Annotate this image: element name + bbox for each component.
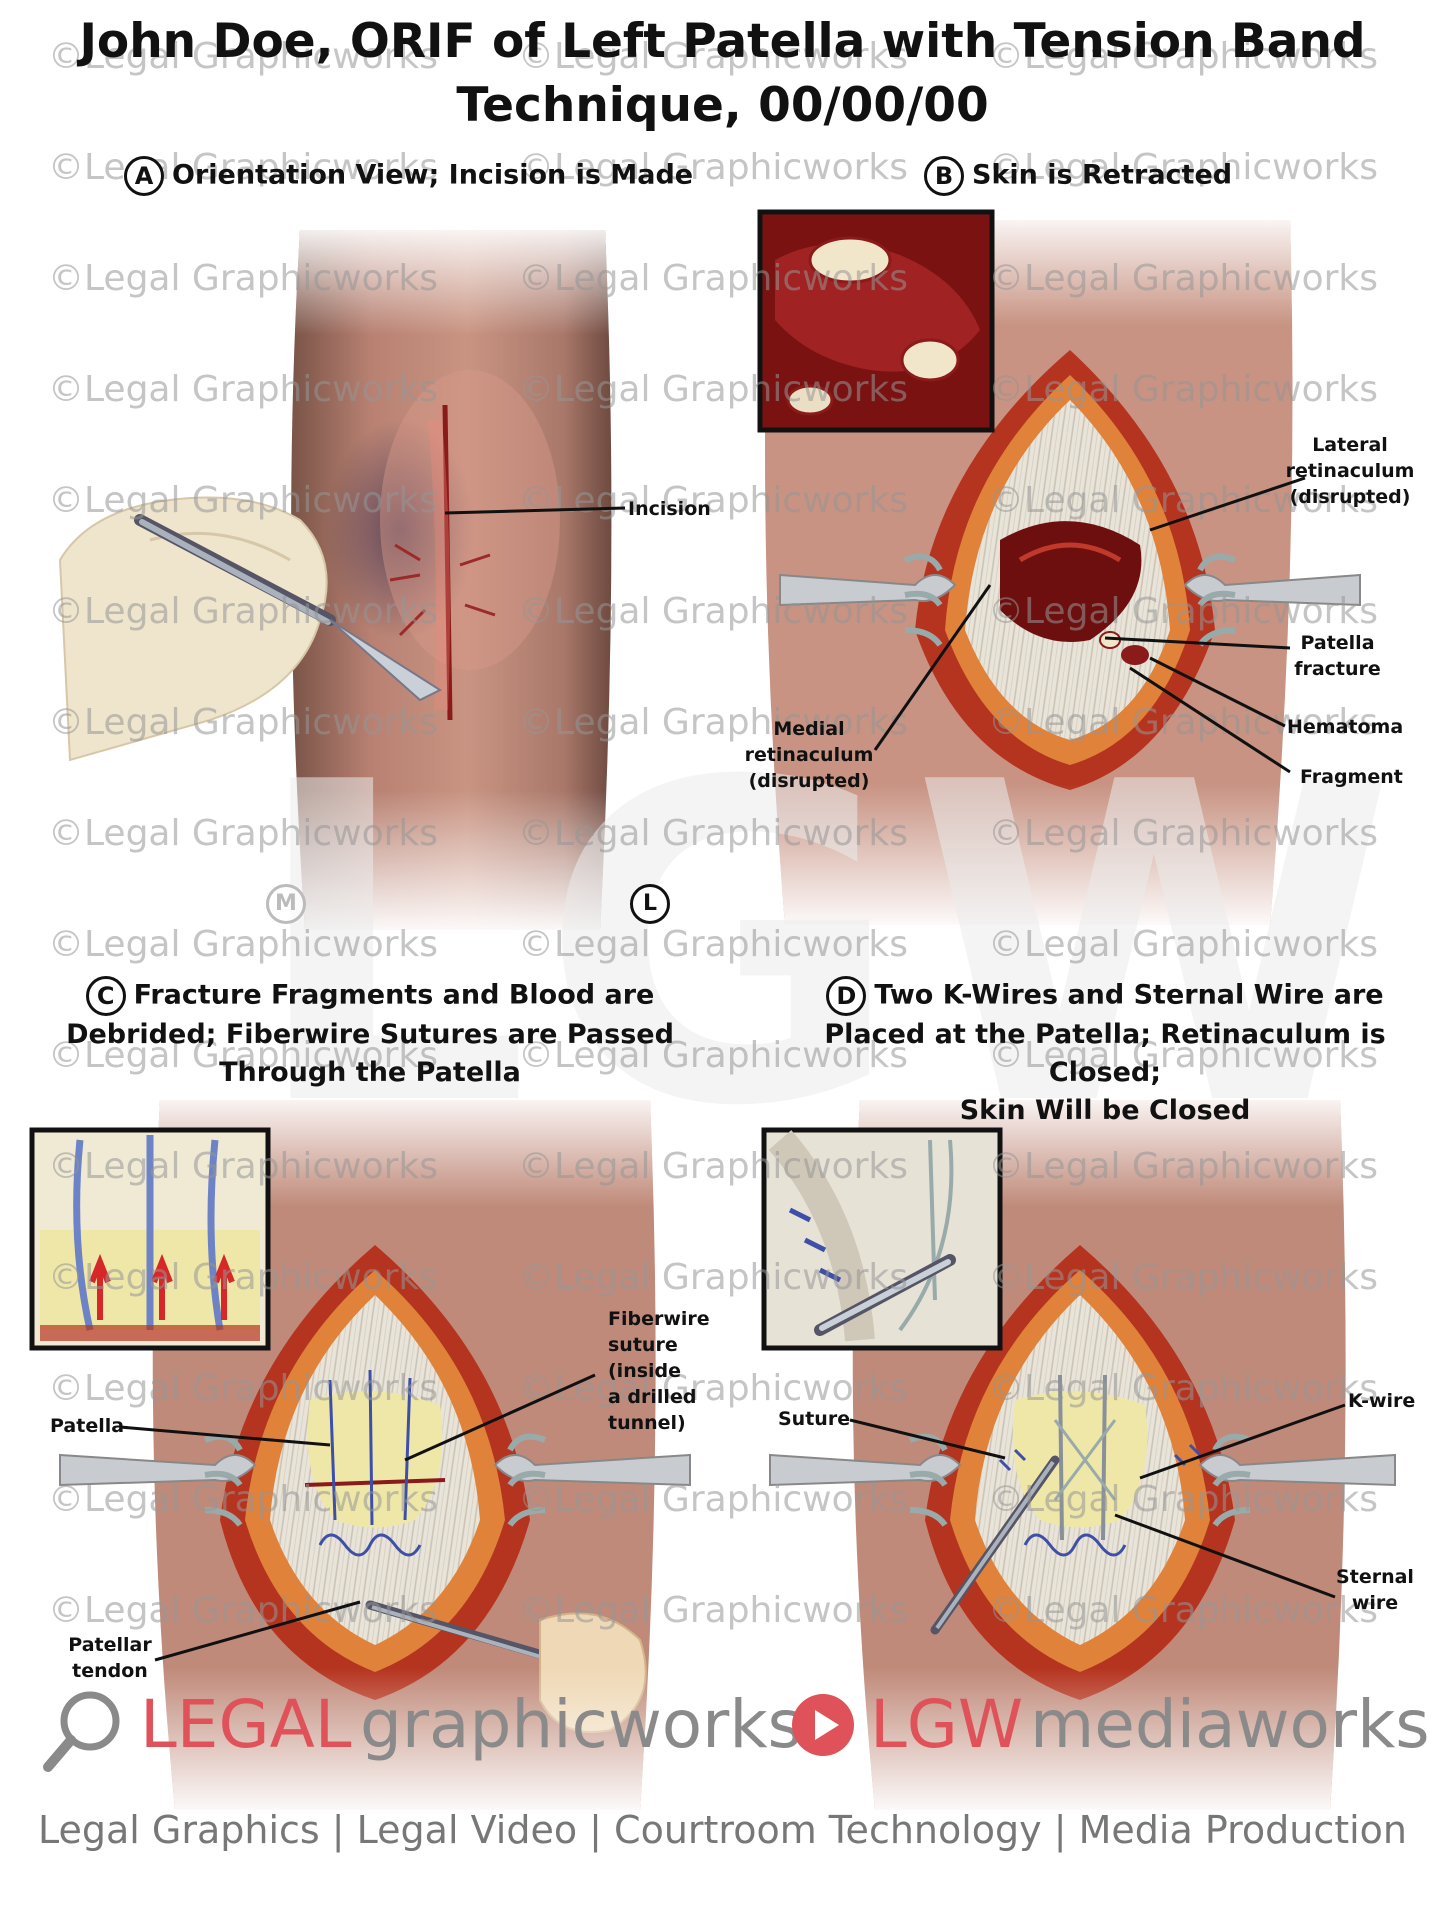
brand-legal: LEGAL (140, 1686, 352, 1763)
label-hematoma: Hematoma (1287, 716, 1404, 738)
label-line: a drilled (608, 1386, 697, 1408)
panel-c-heading-line-1: Fracture Fragments and Blood are (133, 979, 655, 1011)
panel-b-heading-text: Skin is Retracted (972, 159, 1233, 191)
title-line-2: Technique, 00/00/00 (456, 78, 989, 133)
label-line: fracture (1294, 658, 1381, 680)
label-line: (disrupted) (1289, 486, 1411, 508)
label-line: suture (608, 1334, 678, 1356)
panel-a-heading-text: Orientation View; Incision is Made (172, 159, 694, 191)
panel-d-heading-line-2: Placed at the Patella; Retinaculum is Cl… (824, 1019, 1386, 1088)
label-line: Patella (1300, 632, 1375, 654)
label-line: Fiberwire (608, 1308, 710, 1330)
label-line: tendon (72, 1660, 148, 1682)
label-medial-retinaculum: Medial retinaculum (disrupted) (738, 716, 880, 794)
brand-logos: LEGAL graphicworks LGW mediaworks (40, 1685, 1430, 1772)
panel-d-letter: D (826, 976, 867, 1016)
label-line: wire (1351, 1592, 1399, 1614)
panel-a-art (58, 230, 612, 930)
label-patella-fracture: Patella fracture (1290, 630, 1385, 682)
panel-c-letter: C (85, 976, 126, 1016)
panel-d-heading-line-1: Two K-Wires and Sternal Wire are (874, 979, 1384, 1011)
label-line: (inside (608, 1360, 682, 1382)
title-line-1: John Doe, ORIF of Left Patella with Tens… (79, 14, 1366, 69)
label-line: retinaculum (744, 744, 874, 766)
panel-d-heading-line-3: Skin Will be Closed (959, 1095, 1251, 1126)
label-sternal-wire: Sternal wire (1335, 1564, 1415, 1616)
play-icon (792, 1694, 854, 1756)
label-fragment: Fragment (1300, 766, 1403, 788)
label-line: retinaculum (1285, 460, 1415, 482)
label-incision: Incision (628, 498, 711, 520)
footer-services: Legal Graphics | Legal Video | Courtroom… (37, 1808, 1408, 1852)
brand-mediaworks: mediaworks (1030, 1686, 1430, 1763)
brand-graphicworks: graphicworks (360, 1686, 802, 1763)
label-line: Medial (773, 718, 845, 740)
label-patella: Patella (50, 1415, 125, 1437)
label-line: Sternal (1336, 1566, 1414, 1588)
lateral-orientation-marker: L (630, 884, 670, 924)
label-line: Patellar (68, 1634, 152, 1656)
label-line: (disrupted) (748, 770, 870, 792)
label-line: tunnel) (608, 1412, 686, 1434)
label-suture: Suture (778, 1408, 851, 1430)
label-fiberwire-suture: Fiberwire suture (inside a drilled tunne… (608, 1306, 710, 1436)
brand-lgw: LGW (870, 1686, 1024, 1763)
panel-b-letter: B (924, 156, 964, 196)
label-patellar-tendon: Patellar tendon (60, 1632, 160, 1684)
panel-b-art (757, 209, 1361, 925)
magnifier-icon (43, 1691, 120, 1772)
medial-orientation-marker: M (266, 884, 306, 924)
panel-c-heading-line-3: Through the Patella (219, 1057, 521, 1088)
label-lateral-retinaculum: Lateral retinaculum (disrupted) (1275, 432, 1425, 510)
panel-c-heading-line-2: Debrided; Fiberwire Sutures are Passed (66, 1019, 674, 1050)
label-line: Lateral (1312, 434, 1388, 456)
label-k-wire: K-wire (1348, 1390, 1416, 1412)
panel-a-letter: A (124, 156, 164, 196)
